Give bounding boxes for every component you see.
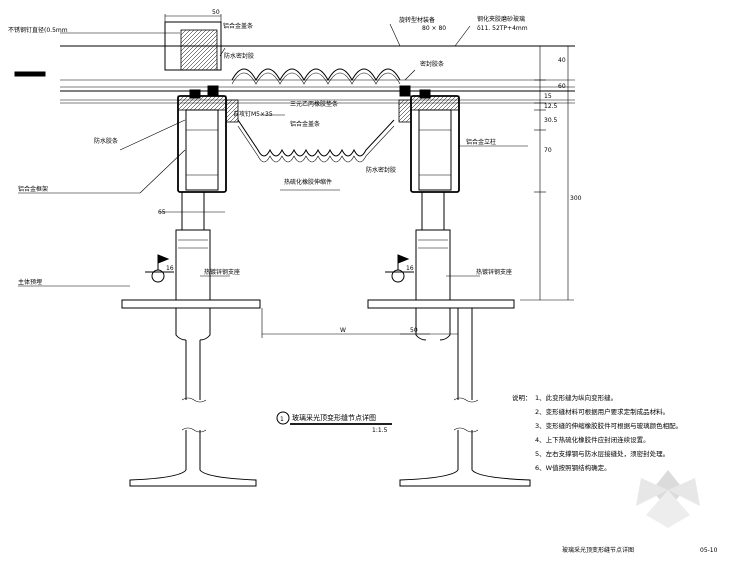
watermark-logo <box>636 470 700 528</box>
glass-panel <box>60 45 575 104</box>
drawing-title: 1 玻璃采光顶变形缝节点详图 1:1.5 <box>276 411 392 434</box>
corrugated-top-profile <box>231 68 401 82</box>
left-support <box>175 191 211 301</box>
dim-right-70: 70 <box>544 147 552 154</box>
label-sealant: 防水密封胶 <box>224 52 254 60</box>
label-rubber-cover: 三元乙丙橡胶垫条 <box>290 100 338 108</box>
label-adjust-seat-left: 热镀锌钢支座 <box>204 268 240 276</box>
right-base-plate <box>367 299 515 309</box>
leader-lines <box>18 23 528 287</box>
dim-mid-w: W <box>340 327 346 334</box>
label-stainless-plate: 不锈钢钉直径(0.5mm <box>8 26 68 34</box>
left-base-plate <box>121 299 261 309</box>
label-glass-spec: 钢化夹胶磨砂玻璃 <box>477 15 525 23</box>
bar-mark <box>14 71 46 77</box>
footer-sheet: 05-10 <box>700 547 718 554</box>
footer-drawing-title: 玻璃采光顶变形缝节点详图 <box>562 546 634 554</box>
right-dimensions <box>520 45 574 301</box>
rubber-bellows <box>237 119 395 157</box>
left-connector <box>225 99 239 123</box>
dim-top-50: 50 <box>212 9 220 16</box>
dim-right-40: 40 <box>558 57 566 64</box>
left-weld-flag <box>145 254 174 283</box>
label-fixed-rubber: 热硫化橡胶伸缩件 <box>284 178 332 186</box>
notes-heading: 说明： <box>512 393 532 402</box>
dim-right-305: 30.5 <box>544 117 558 124</box>
dim-right-300: 300 <box>570 195 582 202</box>
label-seal-strip: 密封胶条 <box>420 60 444 68</box>
label-rotate-profile: 旋转型材装备 <box>399 16 435 24</box>
label-top-rubber-strip: 铝合金盖条 <box>223 22 253 30</box>
right-i-beam <box>399 308 531 487</box>
note-item-4: 4、上下热硫化橡胶件应封闭连续设置。 <box>535 435 650 444</box>
notes-block: 说明： 1、此变形缝为纵向变形缝。 2、变形缝材料可根据用户要求定制成品材料。 … <box>512 393 682 472</box>
dim-right-60: 60 <box>558 83 566 90</box>
mid-dimensions <box>160 211 459 338</box>
left-mullion <box>177 85 227 193</box>
title-circle-number: 1 <box>280 416 284 423</box>
label-waterproof-left: 防水胶条 <box>94 137 118 145</box>
label-aluminium-col: 铝合金立柱 <box>466 138 496 146</box>
dim-right-125: 12.5 <box>544 103 558 110</box>
label-dim-80: 80 × 80 <box>422 25 446 32</box>
label-glass-spec2: δ11. 52TP+4mm <box>477 25 528 32</box>
dim-right-15: 15 <box>544 93 552 100</box>
note-item-3: 3、变形缝的伸缩橡胶胶件可根据与玻璃颜色相配。 <box>535 421 682 430</box>
right-support <box>415 191 451 301</box>
label-alu-cover: 铝合金盖条 <box>290 120 320 128</box>
label-alu-frame: 铝合金框架 <box>18 185 48 193</box>
label-embedded: 主体预埋 <box>18 278 42 286</box>
title-scale: 1:1.5 <box>372 427 388 434</box>
title-text: 玻璃采光顶变形缝节点详图 <box>292 413 376 422</box>
note-item-1: 1、此变形缝为纵向变形缝。 <box>535 393 617 402</box>
note-item-5: 5、左右支撑钢与防水层接缝处，须密封处理。 <box>535 449 669 458</box>
left-i-beam <box>129 308 257 487</box>
label-adjust-seat-right: 热镀锌钢支座 <box>476 268 512 276</box>
right-weld-flag <box>385 254 414 283</box>
dim-left-65: 65 <box>158 209 166 216</box>
note-item-2: 2、变形缝材料可根据用户要求定制成品材料。 <box>535 407 669 416</box>
label-waterproof-right: 防水密封胶 <box>366 166 396 174</box>
top-cover-box <box>164 14 222 71</box>
note-item-6: 6、W值按照钢结构确定。 <box>535 463 611 472</box>
right-connector <box>398 99 412 123</box>
dim-right-16: 16 <box>406 265 414 272</box>
dim-left-16: 16 <box>166 265 174 272</box>
label-sliding-screw: 自攻钉M5×35 <box>233 110 273 118</box>
dim-mid-50: 50 <box>410 327 418 334</box>
